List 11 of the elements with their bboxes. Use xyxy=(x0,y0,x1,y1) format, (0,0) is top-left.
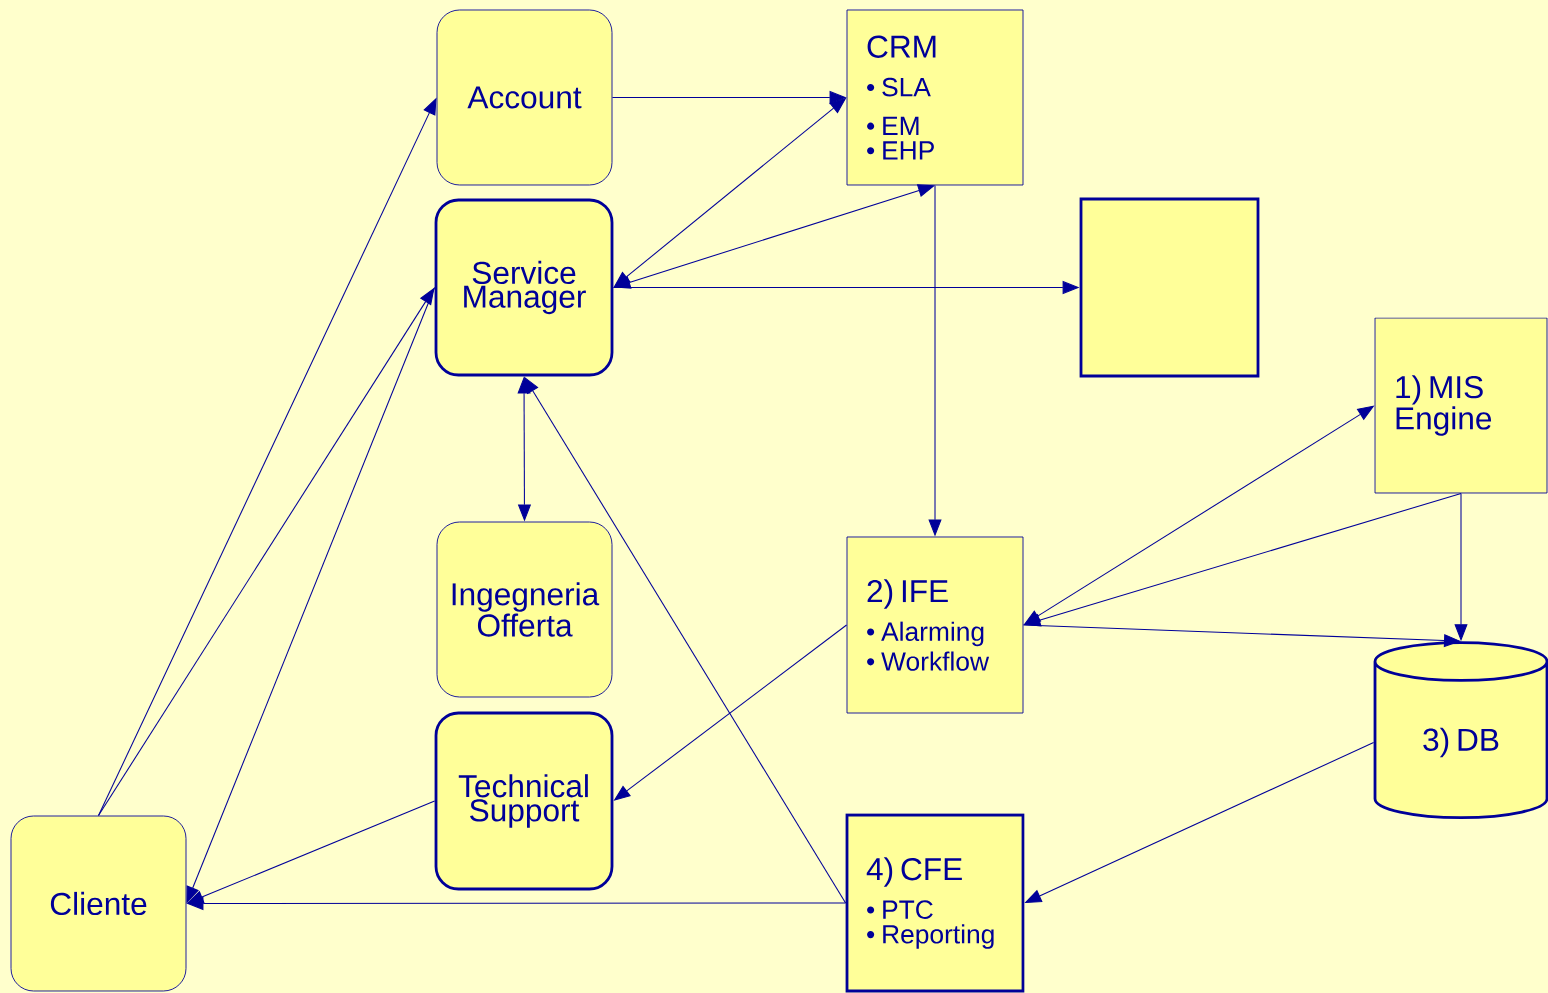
system-box: 4) CFE • PTC • Reporting xyxy=(845,813,1025,993)
role-box: Ingegneria Offerta xyxy=(436,521,613,698)
system-box: 2) IFE • Alarming • Workflow xyxy=(846,536,1024,714)
empty-box xyxy=(1079,197,1260,378)
role-box: Account xyxy=(436,9,613,186)
database-cylinder: 3) DB xyxy=(1373,641,1548,819)
system-box: 1) MIS Engine xyxy=(1374,317,1548,494)
role-box: Technical Support xyxy=(434,711,614,891)
role-box: Service Manager xyxy=(434,198,614,377)
role-box: Cliente xyxy=(10,815,187,992)
system-box: CRM • SLA • EM • EHP xyxy=(846,9,1024,186)
